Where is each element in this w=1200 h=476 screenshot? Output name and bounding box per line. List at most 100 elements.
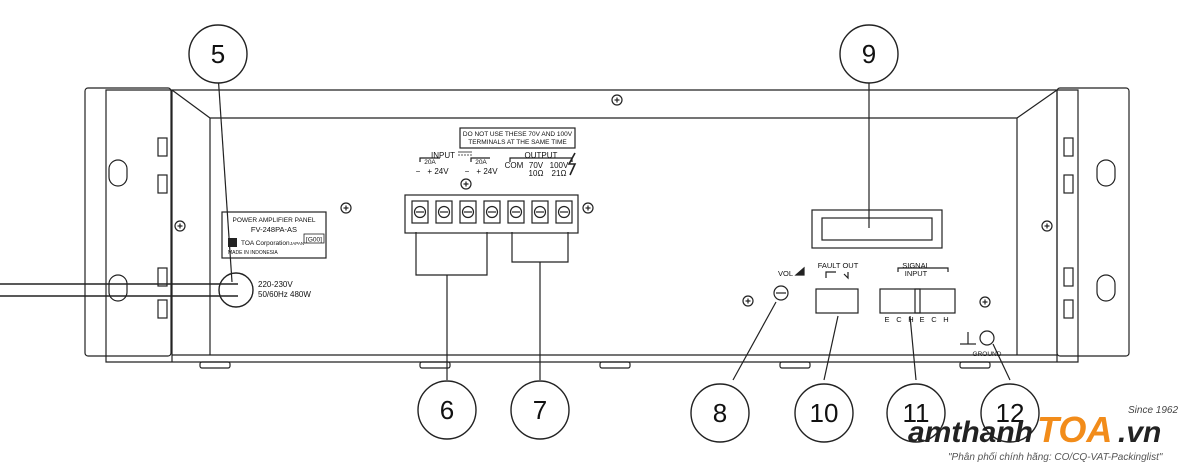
rack-slot-right-top	[1096, 159, 1116, 187]
nameplate-maker: TOA Corporation	[241, 240, 290, 247]
callout-number: 5	[211, 39, 225, 69]
ac-power-label: 50/60Hz 480W	[258, 290, 311, 299]
callout-10: 10	[794, 383, 854, 443]
rack-ear-right	[1056, 87, 1130, 357]
warning-line-1: DO NOT USE THESE 70V AND 100V	[463, 131, 573, 138]
callout-circle	[510, 380, 570, 440]
callout-number: 11	[903, 398, 930, 428]
screw-icon	[460, 178, 472, 190]
callout-11: 11	[886, 383, 946, 443]
screw-icon	[1041, 220, 1053, 232]
watermark-brand-a: amthanh	[908, 416, 1033, 449]
vol-label: VOL	[778, 269, 793, 278]
input-minus-1: −	[416, 167, 421, 176]
toa-logo-icon	[228, 238, 237, 247]
input-minus-2: −	[465, 167, 470, 176]
callout-number: 12	[996, 398, 1025, 428]
ground-terminal[interactable]	[979, 330, 995, 346]
nameplate-code: [G00]	[306, 237, 322, 244]
terminal-screw-1[interactable]	[411, 200, 429, 224]
terminal-screw-4[interactable]	[483, 200, 501, 224]
callout-6: 6	[417, 380, 477, 440]
terminal-e-2: E	[919, 315, 924, 324]
screw-icon	[742, 295, 754, 307]
nameplate	[221, 211, 327, 259]
callout-9: 9	[839, 24, 899, 84]
nameplate-title: POWER AMPLIFIER PANEL	[233, 217, 316, 224]
callout-number: 6	[440, 395, 454, 425]
callout-number: 9	[862, 39, 876, 69]
callout-circle	[980, 383, 1040, 443]
nameplate-origin: MADE IN INDONESIA	[228, 250, 278, 256]
callout-7: 7	[510, 380, 570, 440]
callout-circle	[690, 383, 750, 443]
option-slot	[811, 209, 943, 249]
rack-slot-right-bottom	[1096, 274, 1116, 302]
callout-circle	[188, 24, 248, 84]
rack-slot-left-bottom	[108, 274, 128, 302]
watermark-brand-b: TOA	[1037, 409, 1112, 450]
callout-8: 8	[690, 383, 750, 443]
signal-input-connector-2[interactable]	[914, 288, 956, 314]
terminal-h-1: H	[908, 315, 913, 324]
input-plus24-2: + 24V	[476, 167, 498, 176]
callout-circle	[886, 383, 946, 443]
watermark: amthanh TOA .vn Since 1962 "Phân phối ch…	[908, 405, 1178, 463]
fuse-left-label: 20A	[424, 159, 436, 166]
terminal-screw-6[interactable]	[531, 200, 549, 224]
screw-icon	[340, 202, 352, 214]
warning-line-2: TERMINALS AT THE SAME TIME	[468, 139, 567, 146]
fault-out-label: FAULT OUT	[818, 261, 859, 270]
output-100v-ohm: 21Ω	[552, 169, 567, 178]
callout-number: 10	[810, 398, 839, 428]
input-plus24-1: + 24V	[427, 167, 449, 176]
terminal-h-2: H	[943, 315, 948, 324]
watermark-since: Since 1962	[1128, 405, 1178, 416]
input-label: INPUT	[431, 151, 455, 160]
callout-5: 5	[188, 24, 248, 84]
screw-icon	[174, 220, 186, 232]
chassis-top-bevel	[171, 89, 1058, 119]
volume-control[interactable]	[773, 285, 789, 301]
terminal-screw-3[interactable]	[459, 200, 477, 224]
output-label: OUTPUT	[525, 151, 558, 160]
signal-input-connector-1[interactable]	[879, 288, 921, 314]
signal-input-label-1: SIGNAL	[902, 261, 930, 270]
output-70v-ohm: 10Ω	[529, 169, 544, 178]
callout-number: 7	[533, 395, 547, 425]
terminal-c-2: C	[931, 315, 937, 324]
power-cable-grommet	[218, 272, 254, 308]
warning-box	[459, 127, 576, 149]
rack-slot-left-top	[108, 159, 128, 187]
hazard-icon	[567, 152, 577, 176]
callout-12: 12	[980, 383, 1040, 443]
terminal-screw-5[interactable]	[507, 200, 525, 224]
output-70v-label: 70V	[529, 161, 544, 170]
terminal-c-1: C	[896, 315, 902, 324]
signal-input-label-2: INPUT	[905, 269, 928, 278]
ground-label: GROUND	[973, 351, 1002, 358]
fault-out-connector[interactable]	[815, 288, 859, 314]
screw-icon	[611, 94, 623, 106]
output-100v-label: 100V	[550, 161, 569, 170]
nameplate-maker-suffix: JAPAN	[290, 241, 304, 246]
terminal-screw-2[interactable]	[435, 200, 453, 224]
rack-ear-left	[84, 87, 172, 357]
chassis-outline	[105, 89, 1079, 363]
screw-icon	[582, 202, 594, 214]
callout-circle	[839, 24, 899, 84]
vol-ramp-icon	[794, 266, 805, 276]
fuse-right-label: 20A	[475, 159, 487, 166]
nameplate-model: FV-248PA-AS	[251, 225, 297, 234]
watermark-tagline: "Phân phối chính hãng: CO/CQ-VAT-Packing…	[948, 451, 1163, 463]
terminal-screw-7[interactable]	[555, 200, 573, 224]
speaker-terminal-block	[404, 194, 579, 234]
callout-number: 8	[713, 398, 727, 428]
watermark-brand-c: .vn	[1118, 416, 1161, 449]
callout-circle	[794, 383, 854, 443]
screw-icon	[979, 296, 991, 308]
terminal-e-1: E	[884, 315, 889, 324]
output-com-label: COM	[505, 161, 524, 170]
